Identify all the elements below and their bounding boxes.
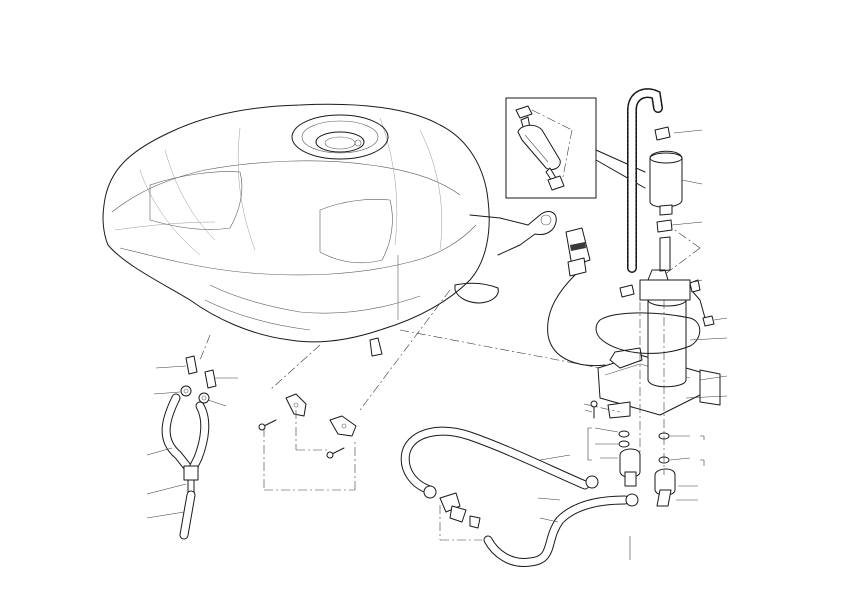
brackets-and-screws — [258, 393, 598, 459]
fuel-pump — [595, 269, 721, 419]
vent-hose — [627, 88, 663, 273]
fuel-delivery-hoses — [400, 426, 676, 567]
assembly-dashed-lines — [199, 227, 701, 541]
fuel-tank — [102, 103, 557, 357]
leader-lines — [146, 129, 728, 560]
fuel-filter-inset — [505, 97, 646, 199]
left-fittings-group — [161, 355, 217, 540]
fuel-filter — [649, 126, 683, 272]
group-brackets — [587, 427, 705, 466]
pump-wiring-connector — [547, 227, 606, 367]
